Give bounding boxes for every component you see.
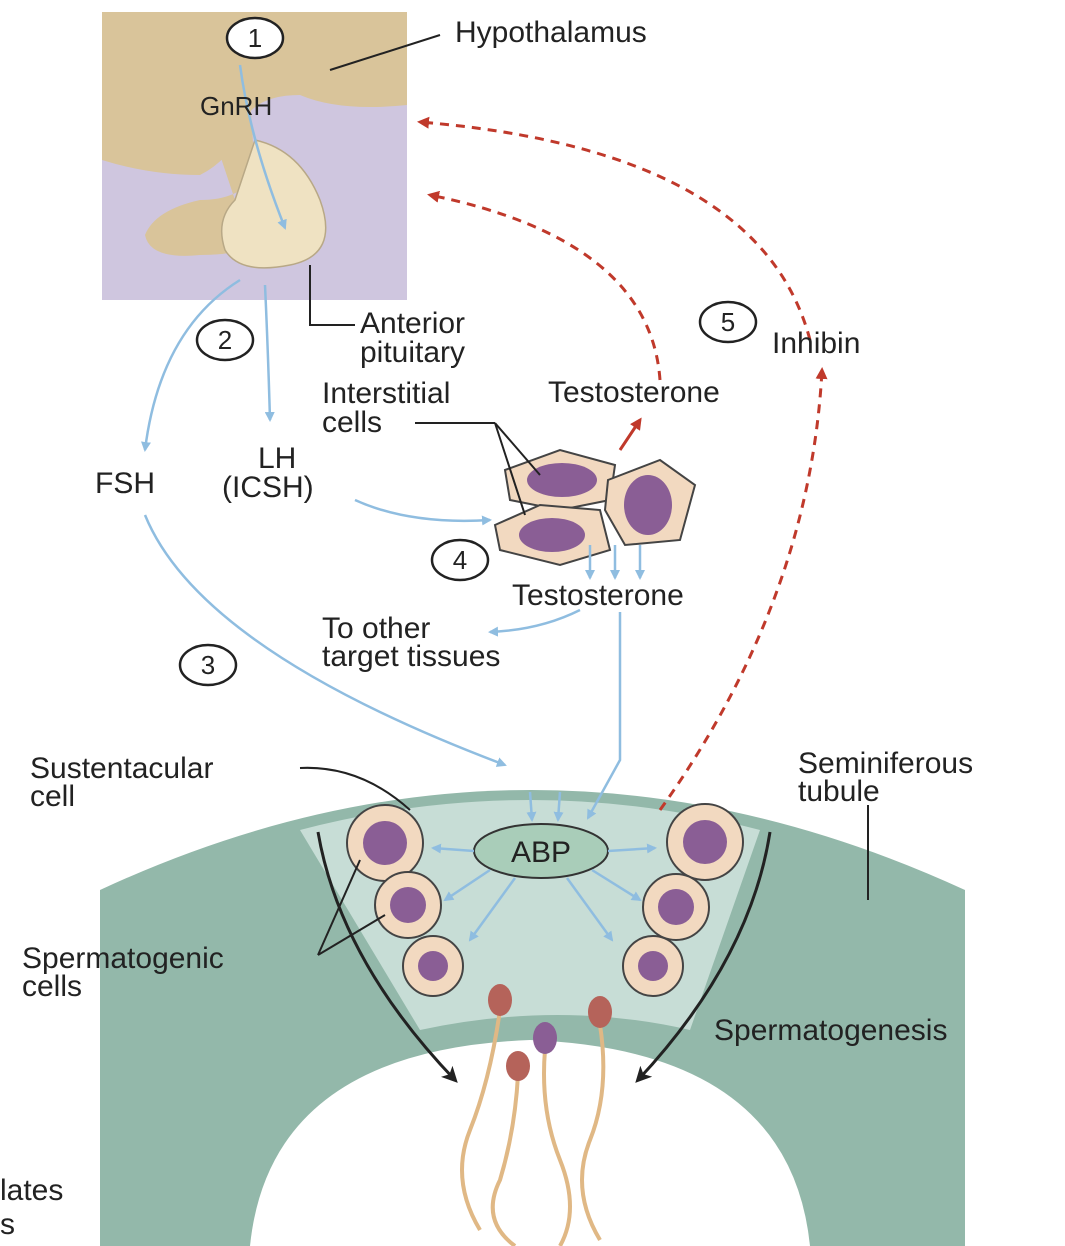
- inhibin-label: Inhibin: [772, 327, 860, 360]
- lh-release-arrow: [265, 285, 270, 420]
- to-other-tissues-arrow: [490, 610, 580, 632]
- sustentacular-cell-label: cell: [30, 780, 75, 813]
- cropped-label: lates: [0, 1174, 63, 1207]
- svg-text:2: 2: [218, 325, 232, 355]
- testosterone-feedback-label: Testosterone: [548, 376, 720, 409]
- spermatogenic-cell: [403, 936, 463, 996]
- step-5: 5: [700, 302, 756, 342]
- fsh-label: FSH: [95, 467, 155, 500]
- inhibin-release-arrow: [660, 370, 822, 810]
- lh-to-interstitial-arrow: [355, 500, 490, 521]
- interstitial-cells-label: cells: [322, 406, 382, 439]
- testosterone-label: Testosterone: [512, 579, 684, 612]
- spermatogenic-cell: [347, 805, 423, 881]
- step-2: 2: [197, 320, 253, 360]
- testosterone-up-arrow: [620, 420, 640, 450]
- gnrh-label: GnRH: [200, 91, 272, 121]
- svg-text:3: 3: [201, 650, 215, 680]
- step-3: 3: [180, 645, 236, 685]
- testosterone-to-tubule-arrow: [588, 612, 620, 818]
- step-1: 1: [227, 18, 283, 58]
- to-other-tissues-label: target tissues: [322, 640, 500, 673]
- anterior-pituitary-label: pituitary: [360, 336, 465, 369]
- seminiferous-tubule-label: tubule: [798, 775, 880, 808]
- cropped-label: s: [0, 1208, 15, 1241]
- svg-text:5: 5: [721, 307, 735, 337]
- abp-label: ABP: [511, 836, 571, 869]
- spermatogenesis-label: Spermatogenesis: [714, 1014, 947, 1047]
- icsh-label: (ICSH): [222, 471, 314, 504]
- spermatogenic-cells-label: cells: [22, 970, 82, 1003]
- step-4: 4: [432, 540, 488, 580]
- spermatogenic-cell: [667, 804, 743, 880]
- fsh-release-arrow: [145, 280, 240, 450]
- spermatogenic-cell: [623, 936, 683, 996]
- interstitial-cells: [495, 450, 695, 565]
- spermatogenic-cell: [643, 874, 709, 940]
- spermatogenic-cell: [375, 872, 441, 938]
- svg-text:1: 1: [248, 23, 262, 53]
- hypothalamus-label: Hypothalamus: [455, 16, 647, 49]
- svg-text:4: 4: [453, 545, 467, 575]
- inhibin-feedback-arrow: [420, 122, 810, 340]
